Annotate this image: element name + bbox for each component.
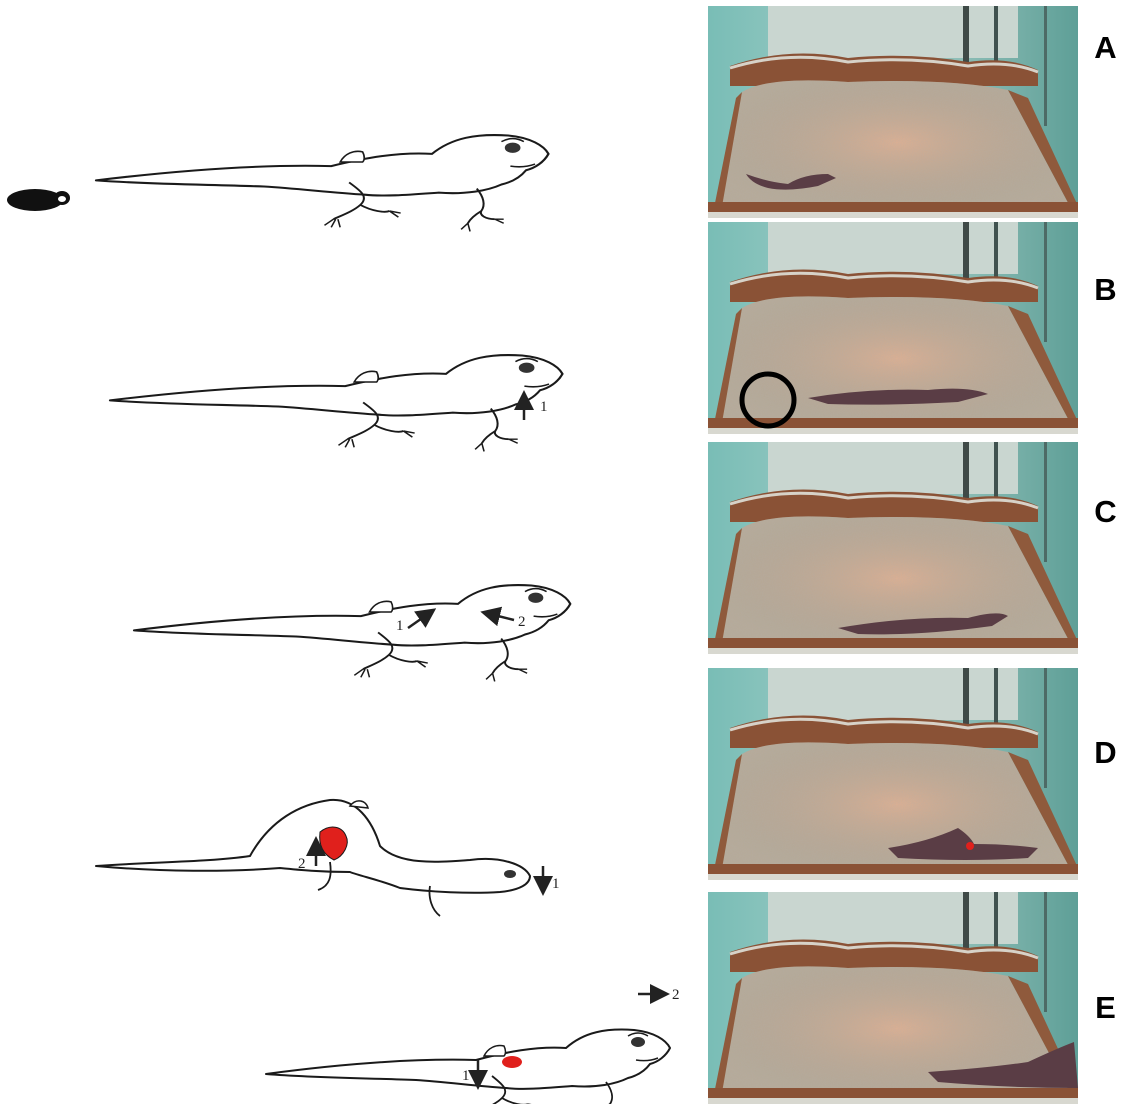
annotation-e-1: 1 bbox=[462, 1068, 470, 1084]
annotation-d-2: 2 bbox=[298, 856, 306, 872]
lizard-drawing-c bbox=[134, 585, 570, 681]
panel-label-d: D bbox=[1088, 735, 1123, 771]
lizard-drawing-a bbox=[96, 135, 548, 231]
panel-a bbox=[7, 6, 1078, 231]
annotation-c-2: 2 bbox=[518, 614, 526, 630]
annotation-c-1: 1 bbox=[396, 618, 404, 634]
photo-d bbox=[708, 668, 1078, 880]
photo-a bbox=[708, 6, 1078, 218]
panel-label-e: E bbox=[1088, 990, 1123, 1026]
panel-label-c: C bbox=[1088, 494, 1123, 530]
lizard-drawing-b bbox=[110, 355, 562, 451]
annotation-e-2: 2 bbox=[672, 987, 680, 1003]
lesion-mark-e bbox=[502, 1056, 522, 1068]
panel-label-a: A bbox=[1088, 30, 1123, 66]
photo-e bbox=[708, 892, 1078, 1104]
photo-b bbox=[708, 222, 1078, 434]
panel-d bbox=[96, 668, 1078, 916]
lizard-drawing-d bbox=[96, 800, 530, 893]
panel-c bbox=[134, 442, 1078, 681]
panel-b bbox=[110, 222, 1078, 451]
lizard-drawing-e bbox=[266, 1030, 670, 1104]
annotation-b-1: 1 bbox=[540, 399, 548, 415]
photo-c bbox=[708, 442, 1078, 654]
annotation-d-1: 1 bbox=[552, 876, 560, 892]
panel-label-b: B bbox=[1088, 272, 1123, 308]
